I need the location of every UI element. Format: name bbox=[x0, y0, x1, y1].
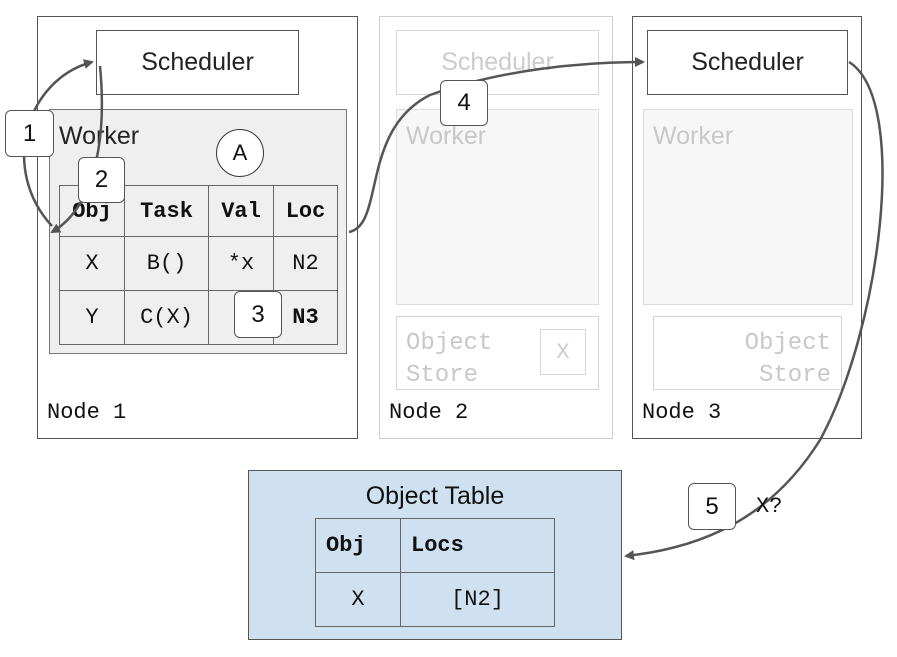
object-table-header-obj: Obj bbox=[315, 518, 401, 573]
table-row: Obj Task Val Loc bbox=[59, 185, 338, 237]
object-table-grid: Obj Locs X [N2] bbox=[315, 518, 555, 627]
node-2-scheduler: Scheduler bbox=[396, 30, 599, 95]
node-3-store-line-2: Store bbox=[758, 362, 831, 389]
step-5-badge: 5 bbox=[688, 483, 736, 530]
object-table-header-locs: Locs bbox=[400, 518, 555, 573]
node-2-store-label: Object Store bbox=[406, 328, 492, 392]
arrow-step-2 bbox=[50, 65, 104, 234]
node-3-scheduler: Scheduler bbox=[647, 30, 848, 95]
node-1-label: Node 1 bbox=[47, 400, 127, 425]
node-2-store-item-x: X bbox=[540, 329, 586, 375]
step-4-badge: 4 bbox=[440, 80, 488, 126]
node-3-worker-label: Worker bbox=[653, 122, 734, 150]
object-table-cell: [N2] bbox=[400, 572, 555, 627]
task-table: Obj Task Val Loc X B() *x N2 Y C(X) N3 bbox=[59, 185, 338, 345]
node-3-store-label: Object Store bbox=[653, 328, 831, 392]
step-3-label: 3 bbox=[251, 300, 265, 328]
task-table-header-loc: Loc bbox=[273, 185, 338, 237]
node-1-scheduler: Scheduler bbox=[96, 30, 299, 95]
object-table-title: Object Table bbox=[365, 482, 505, 510]
node-2-scheduler-label: Scheduler bbox=[441, 48, 554, 76]
step-1-label: 1 bbox=[22, 119, 37, 147]
query-label: X? bbox=[756, 494, 783, 519]
node-2-worker-label: Worker bbox=[406, 122, 487, 150]
node-3-object-store bbox=[653, 316, 842, 390]
arrow-step-5 bbox=[624, 60, 884, 561]
step-3-badge: 3 bbox=[234, 291, 282, 338]
task-table-cell: Y bbox=[59, 290, 125, 345]
arrow-step-4 bbox=[348, 57, 645, 234]
node-2-label: Node 2 bbox=[389, 400, 469, 425]
node-3-label: Node 3 bbox=[642, 400, 722, 425]
node-2-store-item-label: X bbox=[556, 339, 570, 365]
table-row: X B() *x N2 bbox=[59, 236, 338, 291]
task-table-cell: X bbox=[59, 236, 125, 291]
node-1-scheduler-label: Scheduler bbox=[141, 48, 254, 76]
table-row: Obj Locs bbox=[315, 518, 555, 573]
step-5-label: 5 bbox=[705, 492, 719, 520]
object-table-cell: X bbox=[315, 572, 401, 627]
node-3-worker bbox=[643, 109, 853, 305]
node-2-store-line-2: Store bbox=[406, 362, 479, 389]
node-2-worker bbox=[396, 109, 599, 305]
node-3-store-line-1: Object bbox=[744, 330, 831, 357]
task-table-cell: C(X) bbox=[124, 290, 209, 345]
step-1-badge: 1 bbox=[5, 110, 54, 157]
marker-a: A bbox=[216, 129, 264, 177]
task-table-header-task: Task bbox=[124, 185, 209, 237]
marker-a-label: A bbox=[232, 140, 248, 165]
task-table-cell: N3 bbox=[273, 290, 338, 345]
node-3-scheduler-label: Scheduler bbox=[691, 48, 804, 76]
step-4-label: 4 bbox=[457, 89, 471, 116]
table-row: X [N2] bbox=[315, 572, 555, 627]
task-table-cell: N2 bbox=[273, 236, 338, 291]
task-table-header-val: Val bbox=[208, 185, 274, 237]
step-2-badge: 2 bbox=[78, 157, 125, 203]
node-2-store-line-1: Object bbox=[406, 330, 493, 357]
step-2-label: 2 bbox=[94, 166, 109, 193]
